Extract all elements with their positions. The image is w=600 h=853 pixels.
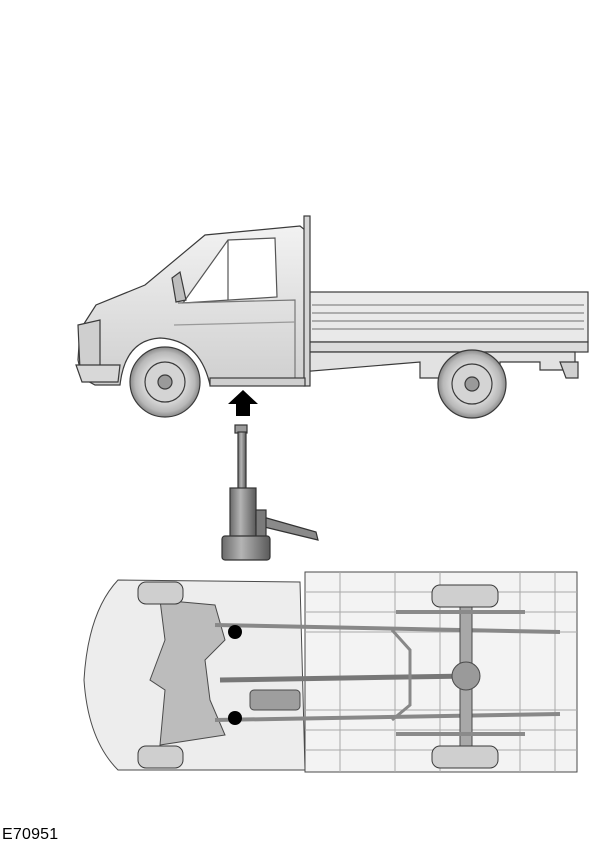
lift-point-marker-left: [228, 625, 242, 639]
lift-point-marker-right: [228, 711, 242, 725]
lift-point-arrow: [228, 390, 258, 416]
bottle-jack: [221, 424, 319, 561]
underside-view: [83, 571, 578, 773]
rear-wheel: [437, 349, 507, 419]
cab-window: [181, 237, 278, 304]
front-wheel: [129, 346, 201, 418]
side-view-truck: [75, 215, 589, 387]
underside-wheels: [137, 581, 499, 769]
figure-reference-code: E70951: [2, 826, 59, 843]
flatbed: [307, 291, 589, 343]
